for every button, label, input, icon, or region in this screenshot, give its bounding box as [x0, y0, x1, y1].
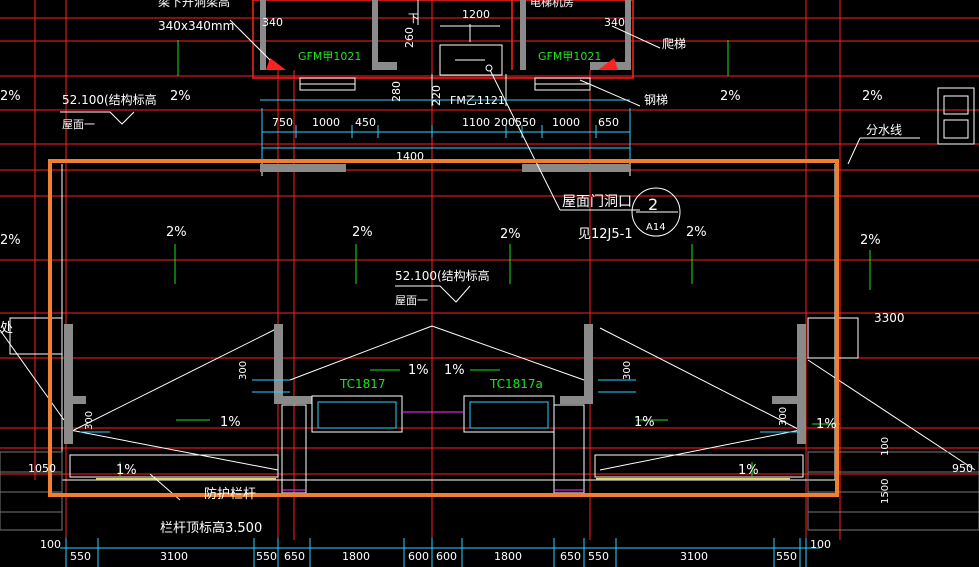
hole-top-cut-label: 梁下开洞梁高: [158, 0, 230, 9]
top-dim: 1000: [552, 116, 580, 129]
bottom-dim: 550: [588, 550, 609, 563]
roof-door-label: 屋面门洞口: [562, 194, 632, 210]
elev-top-left: 52.100(结构标高: [62, 92, 157, 107]
bottom-dim: 600: [408, 550, 429, 563]
slope-2pct: 2%: [0, 233, 21, 248]
top-dim: 200: [494, 116, 515, 129]
slope-1pct: 1%: [634, 415, 655, 430]
dim-1400: 1400: [396, 150, 424, 163]
bottom-dim: 100: [810, 538, 831, 551]
bottom-dim-lines: [60, 538, 820, 567]
ladder-label: 爬梯: [662, 37, 686, 51]
bottom-dim: 3100: [160, 550, 188, 563]
bottom-dim: 600: [436, 550, 457, 563]
dim-340-right: 340: [604, 16, 625, 29]
center-roof-label: 屋面一: [395, 294, 428, 307]
slope-2pct: 2%: [500, 227, 521, 242]
hole-size-label: 340x340mm: [158, 19, 234, 33]
top-room-outline: [252, 0, 634, 79]
railing-height: 栏杆顶标高3.500: [160, 520, 262, 536]
bottom-dim: 650: [284, 550, 305, 563]
top-dim-lines: [260, 99, 631, 160]
door-marker-left: [266, 58, 286, 70]
top-dim: 1100: [462, 116, 490, 129]
dim-1500: 1500: [880, 479, 891, 504]
window-frames: [281, 395, 585, 494]
slope-1pct: 1%: [116, 463, 137, 478]
top-dim: 650: [598, 116, 619, 129]
bottom-dim: 650: [560, 550, 581, 563]
roof-top-left: 屋面一: [62, 118, 95, 131]
small-dim: 300: [778, 407, 789, 426]
top-dim: 750: [272, 116, 293, 129]
bottom-dim: 3100: [680, 550, 708, 563]
slope-1pct: 1%: [408, 363, 429, 378]
slope-1pct: 1%: [444, 363, 465, 378]
slope-1pct: 1%: [738, 463, 759, 478]
steel-ladder-label: 钢梯: [644, 93, 668, 107]
bottom-dim: 1800: [494, 550, 522, 563]
small-dim: 300: [84, 411, 95, 430]
railing-label: 防护栏杆: [204, 486, 256, 502]
bottom-dim: 550: [776, 550, 797, 563]
door-left-label: GFM甲1021: [298, 50, 361, 63]
bottom-dim: 1800: [342, 550, 370, 563]
dim-220: 220: [430, 85, 443, 106]
slope-2pct: 2%: [686, 225, 707, 240]
top-detail-lines: [299, 0, 591, 106]
door-marker-right: [598, 58, 618, 70]
slope-2pct: 2%: [720, 89, 741, 104]
hatch-areas: [0, 451, 979, 531]
door-right-label: GFM甲1021: [538, 50, 601, 63]
top-dim: 1000: [312, 116, 340, 129]
window-label-right: TC1817a: [489, 377, 543, 391]
top-dim: 450: [355, 116, 376, 129]
left-edge-text: 处: [0, 321, 13, 336]
slope-2pct: 2%: [860, 233, 881, 248]
down-label: 下: [408, 12, 419, 25]
dim-260: 260: [403, 27, 416, 48]
highlight-box[interactable]: [48, 159, 839, 497]
bottom-dim: 550: [256, 550, 277, 563]
slope-arrows: [119, 40, 871, 478]
slope-1pct: 1%: [816, 417, 837, 432]
slope-2pct: 2%: [170, 89, 191, 104]
dim-3300: 3300: [874, 311, 905, 325]
slope-2pct: 2%: [862, 89, 883, 104]
small-dim-ticks: [80, 379, 800, 433]
center-elev-label: 52.100(结构标高: [395, 268, 490, 283]
dim-1200: 1200: [462, 8, 490, 21]
roof-walls: [64, 164, 806, 444]
dim-950: 950: [952, 462, 973, 475]
door-center-label: FM乙1121: [450, 94, 505, 107]
detail-circle-sheet: A14: [646, 222, 666, 233]
slope-2pct: 2%: [0, 89, 21, 104]
divide-line-label: 分水线: [866, 123, 902, 137]
dim-1050: 1050: [28, 462, 56, 475]
small-dim: 300: [622, 361, 633, 380]
slope-2pct: 2%: [352, 225, 373, 240]
bottom-dim: 550: [70, 550, 91, 563]
slope-1pct: 1%: [220, 415, 241, 430]
dim-100-right: 100: [880, 437, 891, 456]
roof-door-ref: 见12J5-1: [578, 227, 633, 242]
elec-room-label: 电梯机房: [530, 0, 574, 9]
leader-lines: [60, 19, 920, 501]
slope-2pct: 2%: [166, 225, 187, 240]
bottom-dim: 100: [40, 538, 61, 551]
dim-280: 280: [390, 81, 403, 102]
dim-340-left: 340: [262, 16, 283, 29]
window-label-left: TC1817: [339, 377, 386, 391]
detail-circle-num: 2: [648, 195, 658, 214]
small-dim: 300: [238, 361, 249, 380]
top-dim: 550: [515, 116, 536, 129]
